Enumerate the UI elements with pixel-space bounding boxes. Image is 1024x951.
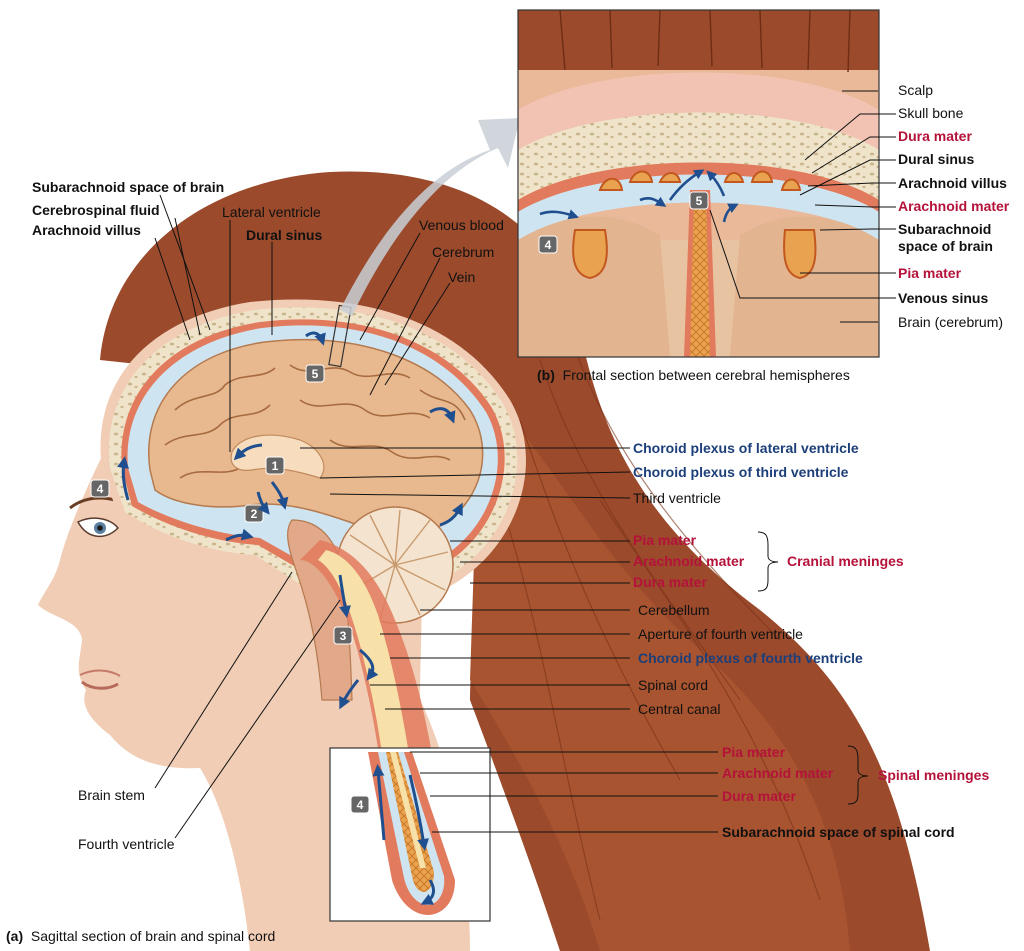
step-marker-b4: 4: [545, 238, 552, 252]
step-markers: 1 2 3 4 4 5: [90, 364, 370, 814]
label-arachnoid-mater: Arachnoid mater: [633, 553, 745, 569]
label-subarachnoid-brain: Subarachnoid space of brain: [32, 179, 225, 195]
label-dura-mater: Dura mater: [633, 574, 707, 590]
label-cranial-meninges: Cranial meninges: [787, 553, 904, 569]
csf-flow-arrows: [117, 331, 463, 905]
label-b-venous-sinus: Venous sinus: [898, 290, 989, 306]
label-scalp: Scalp: [898, 82, 934, 98]
label-central-canal: Central canal: [638, 701, 721, 717]
label-b-dural-sinus: Dural sinus: [898, 151, 975, 167]
step-marker-2: 2: [251, 507, 258, 521]
label-b-arachnoid-villus: Arachnoid villus: [898, 175, 1007, 191]
label-b-brain-cerebrum: Brain (cerebrum): [898, 314, 1004, 330]
caption-a-letter: (a): [6, 928, 24, 944]
label-spinal-arachnoid: Arachnoid mater: [722, 765, 834, 781]
label-choroid-lateral: Choroid plexus of lateral ventricle: [633, 440, 859, 456]
label-aperture-fourth: Aperture of fourth ventricle: [638, 626, 803, 642]
step-marker: 1: [265, 456, 285, 475]
step-marker: 4: [90, 479, 110, 498]
step-marker-1: 1: [272, 459, 279, 473]
label-spinal-dura: Dura mater: [722, 788, 796, 804]
leader-lines: [154, 90, 896, 839]
step-marker-b5: 5: [696, 194, 703, 208]
label-lateral-ventricle: Lateral ventricle: [222, 204, 321, 220]
step-marker-5: 5: [312, 367, 319, 381]
label-cerebellum: Cerebellum: [638, 602, 710, 618]
panel-b: 4 5: [518, 10, 879, 357]
label-spinal-meninges: Spinal meninges: [878, 767, 990, 783]
label-spinal-pia: Pia mater: [722, 744, 786, 760]
label-brain-stem: Brain stem: [78, 787, 145, 803]
label-subarachnoid-spinal: Subarachnoid space of spinal cord: [722, 824, 955, 840]
caption-b: (b) Frontal section between cerebral hem…: [537, 367, 850, 383]
label-dural-sinus: Dural sinus: [246, 227, 323, 243]
label-third-ventricle: Third ventricle: [633, 490, 721, 506]
step-marker-3: 3: [340, 629, 347, 643]
step-marker: 3: [333, 626, 353, 645]
caption-a-text: Sagittal section of brain and spinal cor…: [30, 928, 276, 944]
caption-a: (a) Sagittal section of brain and spinal…: [6, 928, 275, 944]
label-fourth-ventricle: Fourth ventricle: [78, 836, 175, 852]
label-b-arachnoid-mater: Arachnoid mater: [898, 198, 1010, 214]
label-vein: Vein: [448, 269, 476, 285]
label-b-subarachnoid-2: space of brain: [898, 238, 993, 254]
label-b-pia-mater: Pia mater: [898, 265, 962, 281]
label-b-subarachnoid-1: Subarachnoid: [898, 221, 992, 237]
label-b-dura-mater: Dura mater: [898, 128, 972, 144]
callout: [328, 118, 520, 368]
caption-b-letter: (b): [537, 367, 555, 383]
label-pia-mater: Pia mater: [633, 532, 697, 548]
step-marker: 4: [350, 795, 370, 814]
step-marker: 2: [244, 504, 264, 523]
step-marker: 5: [305, 364, 325, 383]
label-choroid-fourth: Choroid plexus of fourth ventricle: [638, 650, 863, 666]
label-spinal-cord: Spinal cord: [638, 677, 709, 693]
label-skull-bone: Skull bone: [898, 105, 964, 121]
label-csf: Cerebrospinal fluid: [32, 202, 160, 218]
caption-b-text: Frontal section between cerebral hemisph…: [562, 367, 850, 383]
label-arachnoid-villus: Arachnoid villus: [32, 222, 141, 238]
label-venous-blood: Venous blood: [419, 217, 504, 233]
step-marker-4: 4: [97, 482, 104, 496]
label-choroid-third: Choroid plexus of third ventricle: [633, 464, 849, 480]
label-cerebrum: Cerebrum: [432, 244, 495, 260]
step-marker-4b: 4: [357, 798, 364, 812]
spinal-inset: [329, 747, 491, 922]
